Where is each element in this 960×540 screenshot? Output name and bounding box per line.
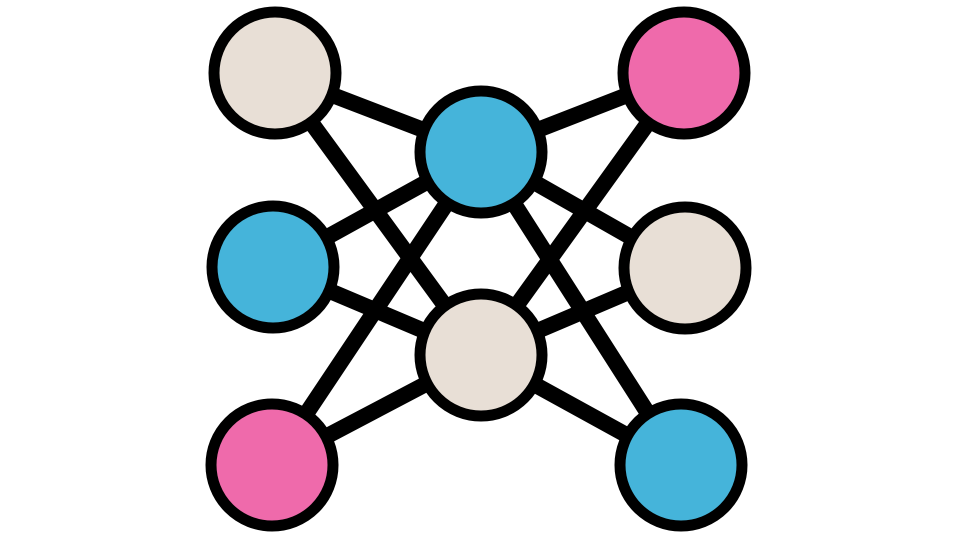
node-left-middle (206, 200, 340, 334)
node-left-bottom (205, 398, 339, 532)
node-center-bottom (414, 288, 548, 422)
node-right-bottom (614, 398, 748, 532)
node-left-top (208, 6, 342, 140)
node-layer (205, 6, 752, 532)
node-center-top (414, 85, 548, 219)
node-right-top (617, 6, 751, 140)
node-right-middle (618, 201, 752, 335)
